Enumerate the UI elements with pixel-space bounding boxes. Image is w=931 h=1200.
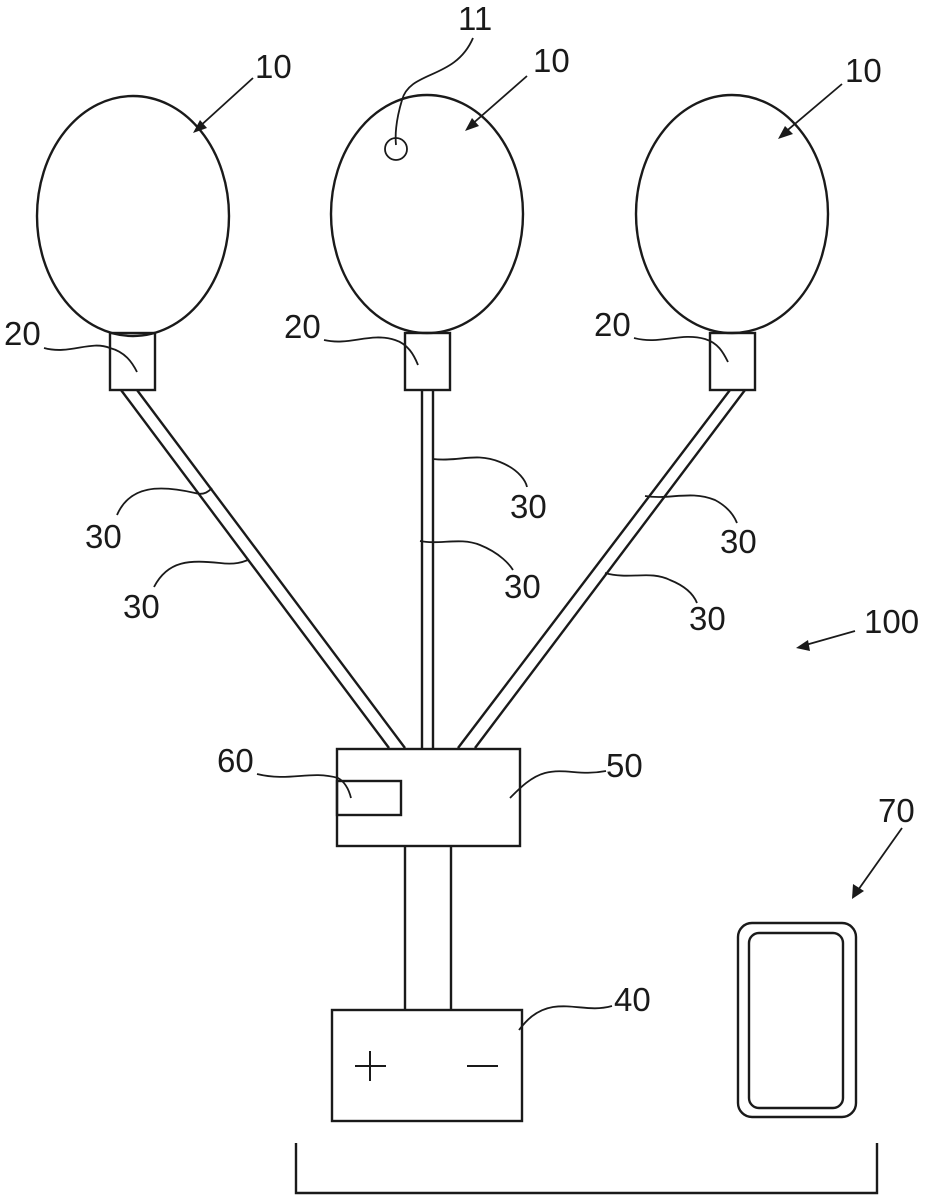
controller-module-box [335,779,403,817]
label-mobile-device: 70 [878,792,915,829]
arrow-head-70 [852,884,864,899]
label-connector-left: 20 [4,315,41,352]
power-stem [403,846,453,1010]
wire-pair-left [120,389,406,749]
label-balloon-middle: 10 [533,42,570,79]
label-balloon-left: 10 [255,48,292,85]
label-wire-left-a: 30 [85,518,122,555]
label-wire-middle-b: 30 [504,568,541,605]
label-wire-right-b: 30 [689,600,726,637]
label-system: 100 [864,603,919,640]
label-wire-left-b: 30 [123,588,160,625]
system-bracket [294,1143,879,1195]
connector-left [108,331,157,392]
label-wire-middle-a: 30 [510,488,547,525]
label-balloon-right: 10 [845,52,882,89]
balloon-right [634,93,830,335]
controller-box [335,747,522,848]
label-wire-right-a: 30 [720,523,757,560]
mobile-device-screen [747,931,845,1110]
battery-positive-symbol [355,1051,386,1081]
arrow-head-10-right [778,126,793,139]
label-controller: 50 [606,747,643,784]
balloon-middle [329,93,525,335]
arrow-head-10-middle [465,118,479,131]
wire-pair-middle [420,390,435,748]
label-controller-module: 60 [217,742,254,779]
arrow-head-10-left [193,120,207,133]
label-battery: 40 [614,981,651,1018]
mobile-device-outer [736,921,858,1119]
battery-box [330,1008,524,1123]
balloon-left [35,94,231,338]
label-connector-right: 20 [594,306,631,343]
label-connector-middle: 20 [284,308,321,345]
arrow-head-100 [796,640,810,651]
wire-pair-right [457,389,746,749]
connector-right [708,331,757,392]
label-sensor: 11 [458,0,492,37]
leader-lines [43,37,903,1031]
connector-middle [403,331,452,392]
